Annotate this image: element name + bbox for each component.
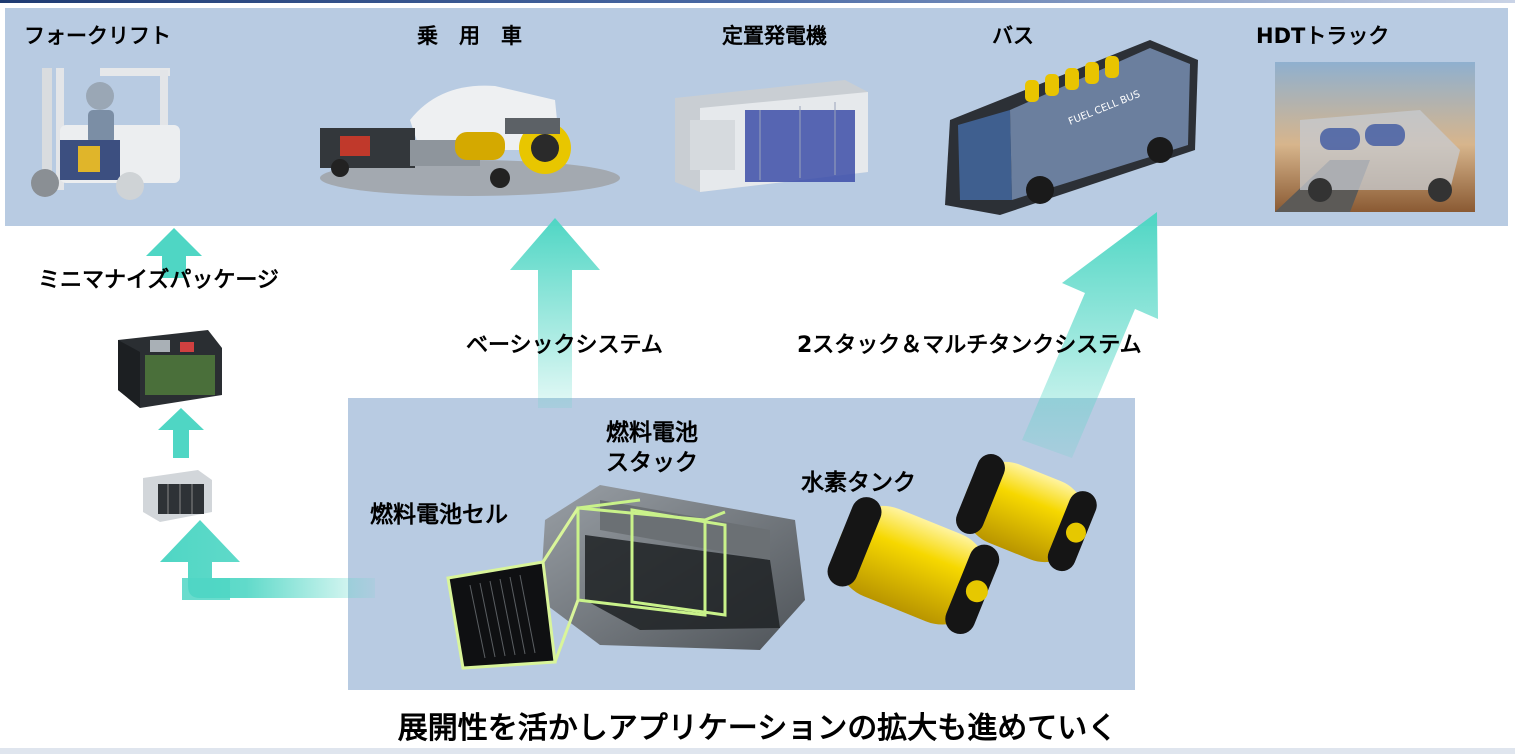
label-bus: バス [992, 24, 1034, 48]
label-hydrogen-tank: 水素タンク [801, 470, 916, 496]
label-hdt-truck: HDTトラック [1256, 24, 1390, 48]
fuel-cell-cell-image [446, 507, 580, 670]
small-stack-image [143, 470, 212, 522]
miniaturized-package-image [118, 330, 222, 408]
label-dual-stack-multi-tank: 2スタック＆マルチタンクシステム [797, 333, 1142, 358]
arrow-miniaturize-middle [158, 408, 204, 458]
label-passenger-car: 乗 用 車 [417, 24, 522, 48]
hydrogen-tank-front-image [827, 497, 1000, 635]
bottom-rule [0, 748, 1515, 754]
label-fuel-cell-cell: 燃料電池セル [370, 502, 508, 528]
arrow-miniaturize-upper [146, 228, 202, 278]
label-fuel-cell-stack-line1: 燃料電池 [606, 420, 698, 446]
fuel-cell-stack-image [540, 485, 805, 650]
stationary-generator-image [675, 80, 868, 192]
arrow-basic-system [510, 218, 600, 408]
label-fuel-cell-stack: 燃料電池 スタック [606, 418, 698, 478]
label-fuel-cell-stack-line2: スタック [606, 450, 698, 476]
bus-image: FUEL CELL BUS [945, 40, 1198, 215]
hydrogen-tank-rear-image [956, 454, 1097, 572]
label-miniaturized-package: ミニマナイズパッケージ [38, 268, 279, 293]
hdt-truck-image [1275, 62, 1475, 212]
label-basic-system: ベーシックシステム [466, 333, 663, 358]
footer-message: 展開性を活かしアプリケーションの拡大も進めていく [397, 711, 1118, 746]
label-forklift: フォークリフト [24, 24, 171, 48]
label-stationary-generator: 定置発電機 [722, 24, 827, 48]
top-rule [0, 0, 1515, 3]
forklift-image [31, 68, 180, 200]
arrow-dual-stack [1022, 212, 1158, 458]
passenger-car-image [320, 85, 620, 196]
